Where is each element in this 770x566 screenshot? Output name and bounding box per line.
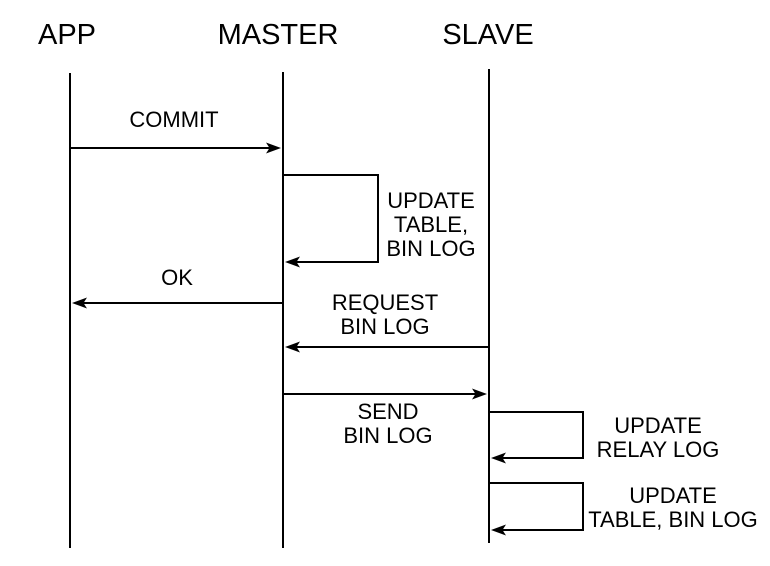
actor-label-slave: SLAVE: [442, 19, 534, 51]
arrowhead-message-1: [285, 256, 300, 268]
arrowhead-message-0: [266, 142, 281, 154]
message-label-line: UPDATE: [629, 483, 717, 508]
message-label-line: COMMIT: [129, 107, 219, 132]
message-label-line: BIN LOG: [343, 423, 433, 448]
message-label-line: TABLE,: [393, 212, 469, 237]
message-label-line: UPDATE: [614, 413, 702, 438]
message-label-line: OK: [161, 265, 193, 290]
actor-label-master: MASTER: [217, 19, 339, 51]
message-label-commit: COMMIT: [129, 108, 218, 132]
arrowhead-message-3: [285, 341, 300, 353]
message-label-line: UPDATE: [387, 188, 475, 213]
actor-label-app: APP: [37, 19, 97, 51]
message-label-line: RELAY LOG: [596, 437, 720, 462]
arrowhead-message-2: [72, 297, 87, 309]
message-label-send-bin-log: SEND BIN LOG: [343, 400, 432, 448]
self-message-loop-1: [283, 174, 379, 263]
message-label-line: TABLE, BIN LOG: [588, 507, 758, 532]
message-label-request-bin-log: REQUEST BIN LOG: [332, 291, 438, 339]
message-label-line: BIN LOG: [386, 236, 476, 261]
arrowhead-message-6: [491, 524, 506, 536]
arrowhead-message-4: [472, 388, 487, 400]
message-label-ok: OK: [161, 266, 193, 290]
self-message-loop-6: [489, 482, 584, 531]
message-label-slave-update-table-bin-log: UPDATE TABLE, BIN LOG: [588, 484, 758, 532]
message-label-line: SEND: [357, 399, 419, 424]
message-label-line: BIN LOG: [340, 314, 430, 339]
message-label-line: REQUEST: [331, 290, 439, 315]
message-label-slave-update-relay-log: UPDATE RELAY LOG: [597, 414, 720, 462]
self-message-loop-5: [489, 411, 584, 459]
arrowhead-message-5: [491, 452, 506, 464]
message-label-master-update-table-bin-log: UPDATE TABLE, BIN LOG: [386, 189, 475, 261]
